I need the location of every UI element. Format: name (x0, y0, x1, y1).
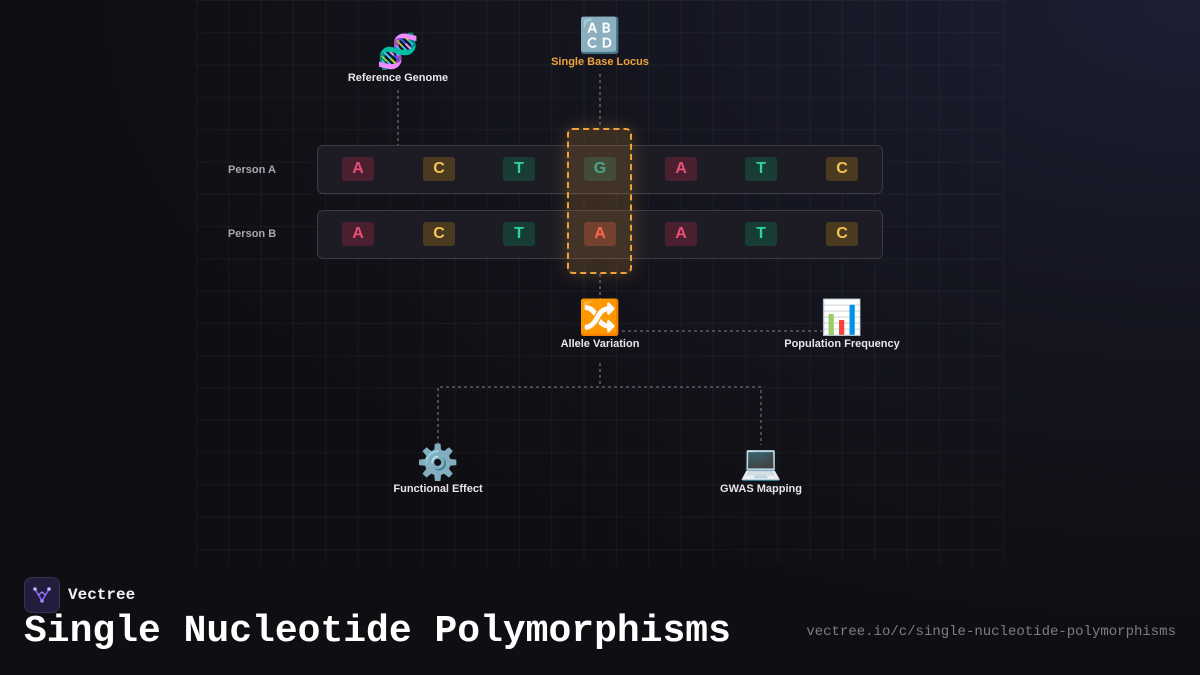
shuffle-icon: 🔀 (578, 299, 622, 337)
node-label: Reference Genome (347, 72, 449, 84)
brand-name: Vectree (68, 586, 136, 604)
brand: Vectree (24, 577, 135, 613)
node-gwas-mapping: 💻 GWAS Mapping (720, 444, 802, 495)
base-cell: A (342, 222, 374, 246)
sequence-row-person-a: A C T G A T C (317, 145, 883, 194)
page-title: Single Nucleotide Polymorphisms (24, 610, 731, 653)
base-cell: C (423, 157, 455, 181)
node-allele-variation: 🔀 Allele Variation (561, 299, 640, 350)
node-population-frequency: 📊 Population Frequency (784, 299, 900, 350)
base-cell: A (342, 157, 374, 181)
node-label: Population Frequency (784, 338, 900, 350)
person-b-label: Person B (227, 228, 277, 240)
page-url: vectree.io/c/single-nucleotide-polymorph… (806, 624, 1176, 640)
node-label: Functional Effect (393, 483, 483, 495)
base-cell: T (745, 157, 777, 181)
person-a-label: Person A (228, 164, 276, 176)
laptop-icon: 💻 (739, 444, 783, 482)
node-label: Single Base Locus (551, 56, 649, 68)
node-reference-genome: 🧬 Reference Genome (348, 33, 448, 84)
base-cell-snp: A (584, 222, 616, 246)
node-label: GWAS Mapping (720, 483, 802, 495)
base-cell: T (503, 157, 535, 181)
base-cell: C (826, 157, 858, 181)
sequence-row-person-b: A C T A A T C (317, 210, 883, 259)
connector-allele-to-effects (437, 386, 762, 445)
vectree-logo-icon (24, 577, 60, 613)
base-cell: A (665, 157, 697, 181)
base-cell: C (826, 222, 858, 246)
dna-icon: 🧬 (376, 33, 420, 71)
node-single-base-locus: 🔠 Single Base Locus (551, 17, 649, 68)
node-label: Allele Variation (560, 338, 640, 350)
base-cell: A (665, 222, 697, 246)
gear-icon: ⚙️ (416, 444, 460, 482)
abcd-icon: 🔠 (578, 17, 622, 55)
bar-chart-icon: 📊 (820, 299, 864, 337)
base-cell: T (503, 222, 535, 246)
base-cell: T (745, 222, 777, 246)
node-functional-effect: ⚙️ Functional Effect (393, 444, 482, 495)
base-cell-snp: G (584, 157, 616, 181)
snp-locus-highlight (567, 128, 632, 274)
base-cell: C (423, 222, 455, 246)
